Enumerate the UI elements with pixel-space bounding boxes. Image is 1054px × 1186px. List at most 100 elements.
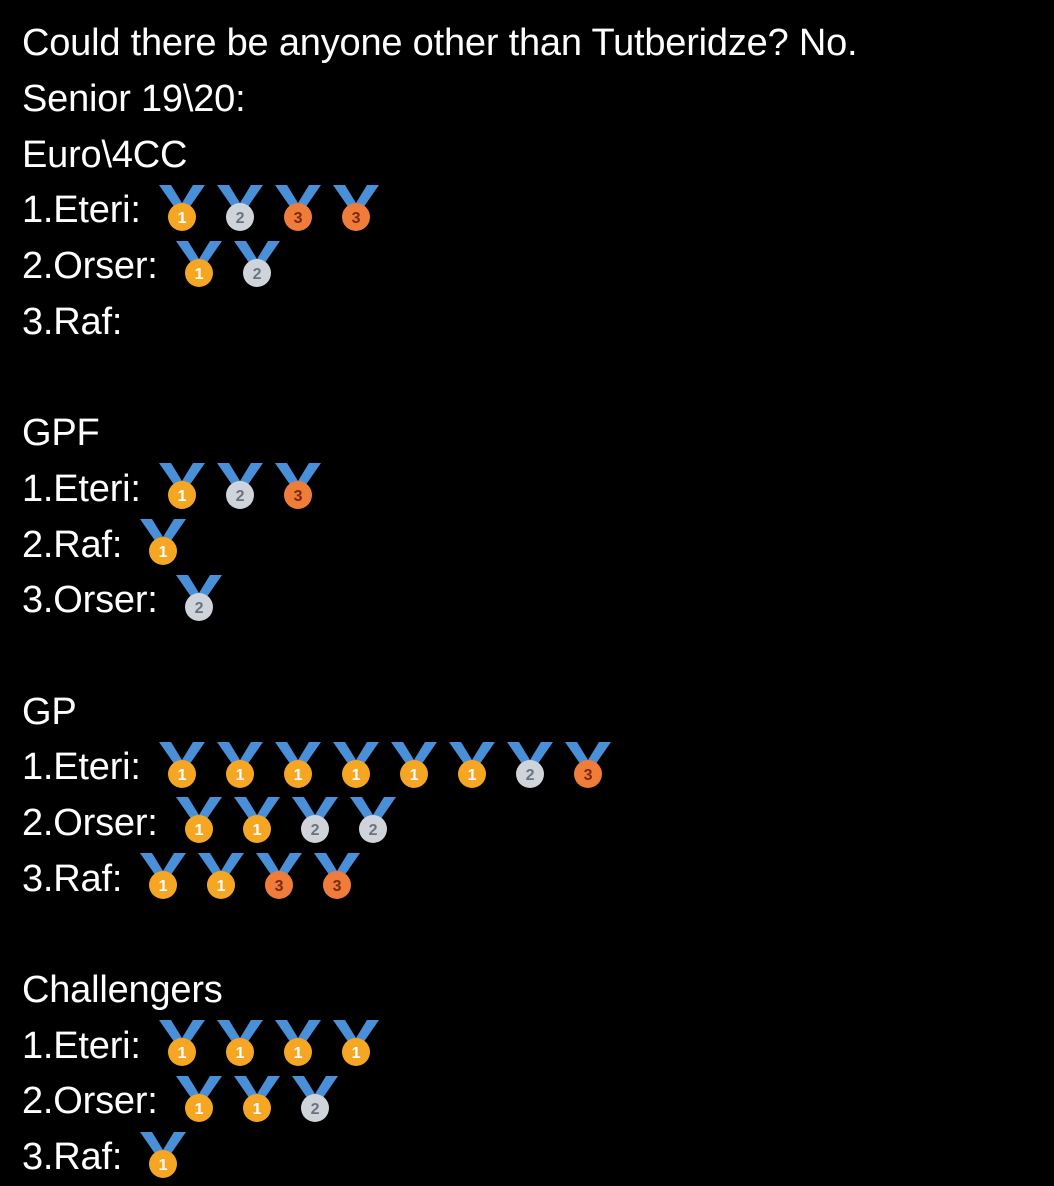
silver-medal-icon: 2 bbox=[286, 1074, 344, 1126]
silver-medal-icon: 2 bbox=[501, 740, 559, 792]
ranking-label: 2.Orser: bbox=[22, 245, 158, 288]
silver-medal-icon: 2 bbox=[228, 239, 286, 291]
gold-medal-icon: 1 bbox=[211, 1018, 269, 1070]
svg-text:3: 3 bbox=[583, 767, 592, 784]
section-title-text: Euro\4CC bbox=[22, 133, 188, 176]
season-heading: Senior 19\20: bbox=[22, 72, 1054, 128]
ranking-label: 2.Raf: bbox=[22, 523, 123, 566]
svg-text:1: 1 bbox=[293, 767, 302, 784]
medal-list: 2 bbox=[170, 574, 228, 625]
svg-text:1: 1 bbox=[159, 544, 168, 561]
silver-medal-icon: 2 bbox=[286, 795, 344, 847]
blank-line bbox=[22, 629, 1054, 685]
svg-text:1: 1 bbox=[293, 1045, 302, 1062]
ranking-row: 3.Raf: 1 1 3 3 bbox=[22, 851, 1054, 907]
ranking-row: 1.Eteri: 1 2 3 3 bbox=[22, 183, 1054, 239]
svg-text:2: 2 bbox=[235, 488, 244, 505]
svg-text:2: 2 bbox=[525, 767, 534, 784]
gold-medal-icon: 1 bbox=[134, 517, 192, 569]
medal-list: 1 2 bbox=[170, 240, 286, 291]
gold-medal-icon: 1 bbox=[170, 239, 228, 291]
svg-text:3: 3 bbox=[333, 878, 342, 895]
svg-text:2: 2 bbox=[310, 822, 319, 839]
silver-medal-icon: 2 bbox=[211, 461, 269, 513]
gold-medal-icon: 1 bbox=[153, 1018, 211, 1070]
medal-list: 1 2 3 3 bbox=[153, 184, 385, 235]
gold-medal-icon: 1 bbox=[170, 795, 228, 847]
gold-medal-icon: 1 bbox=[134, 1130, 192, 1182]
svg-text:1: 1 bbox=[252, 822, 261, 839]
gold-medal-icon: 1 bbox=[327, 1018, 385, 1070]
medal-list: 1 1 2 2 bbox=[170, 797, 402, 847]
gold-medal-icon: 1 bbox=[153, 461, 211, 513]
medal-list: 1 bbox=[134, 1131, 192, 1182]
gold-medal-icon: 1 bbox=[228, 1074, 286, 1126]
svg-text:1: 1 bbox=[252, 1101, 261, 1118]
svg-text:1: 1 bbox=[177, 767, 186, 784]
ranking-row: 1.Eteri: 1 1 1 1 bbox=[22, 740, 1054, 796]
gold-medal-icon: 1 bbox=[443, 740, 501, 792]
section-title: GP bbox=[22, 684, 1054, 740]
ranking-label: 2.Orser: bbox=[22, 801, 158, 844]
ranking-label: 1.Eteri: bbox=[22, 467, 141, 510]
bronze-medal-icon: 3 bbox=[269, 183, 327, 235]
medal-list: 1 1 1 1 1 bbox=[153, 741, 617, 792]
ranking-row: 3.Raf: bbox=[22, 294, 1054, 350]
blank-line bbox=[22, 907, 1054, 963]
section-title-text: GP bbox=[22, 690, 77, 733]
ranking-label: 1.Eteri: bbox=[22, 189, 141, 232]
svg-text:2: 2 bbox=[235, 210, 244, 227]
svg-text:1: 1 bbox=[351, 767, 360, 784]
gold-medal-icon: 1 bbox=[269, 740, 327, 792]
svg-text:1: 1 bbox=[194, 266, 203, 283]
svg-text:1: 1 bbox=[159, 1157, 168, 1174]
svg-text:1: 1 bbox=[351, 1045, 360, 1062]
svg-text:1: 1 bbox=[217, 878, 226, 895]
bronze-medal-icon: 3 bbox=[269, 461, 327, 513]
ranking-label: 3.Raf: bbox=[22, 1136, 123, 1179]
ranking-row: 2.Orser: 1 1 2 bbox=[22, 1074, 1054, 1130]
gold-medal-icon: 1 bbox=[134, 851, 192, 903]
svg-text:1: 1 bbox=[159, 878, 168, 895]
medal-list: 1 bbox=[134, 519, 192, 569]
svg-text:1: 1 bbox=[177, 210, 186, 227]
svg-text:2: 2 bbox=[368, 822, 377, 839]
post-intro: Could there be anyone other than Tutberi… bbox=[22, 16, 1054, 72]
gold-medal-icon: 1 bbox=[153, 183, 211, 235]
gold-medal-icon: 1 bbox=[327, 740, 385, 792]
silver-medal-icon: 2 bbox=[344, 795, 402, 847]
ranking-label: 2.Orser: bbox=[22, 1080, 158, 1123]
svg-text:1: 1 bbox=[194, 1101, 203, 1118]
svg-text:2: 2 bbox=[310, 1101, 319, 1118]
silver-medal-icon: 2 bbox=[211, 183, 269, 235]
medal-list: 1 1 3 3 bbox=[134, 853, 366, 903]
medal-list: 1 1 2 bbox=[170, 1075, 344, 1126]
svg-text:1: 1 bbox=[235, 1045, 244, 1062]
blank-line bbox=[22, 350, 1054, 406]
ranking-label: 3.Raf: bbox=[22, 300, 123, 343]
intro-text: Could there be anyone other than Tutberi… bbox=[22, 22, 858, 65]
season-text: Senior 19\20: bbox=[22, 78, 246, 121]
bronze-medal-icon: 3 bbox=[559, 740, 617, 792]
ranking-row: 1.Eteri: 1 2 3 bbox=[22, 462, 1054, 518]
medal-list: 1 1 1 1 bbox=[153, 1020, 385, 1070]
bronze-medal-icon: 3 bbox=[327, 183, 385, 235]
section-title: Challengers bbox=[22, 963, 1054, 1019]
svg-text:2: 2 bbox=[194, 600, 203, 617]
ranking-row: 2.Raf: 1 bbox=[22, 517, 1054, 573]
gold-medal-icon: 1 bbox=[269, 1018, 327, 1070]
svg-text:3: 3 bbox=[293, 210, 302, 227]
gold-medal-icon: 1 bbox=[153, 740, 211, 792]
svg-text:1: 1 bbox=[177, 488, 186, 505]
bronze-medal-icon: 3 bbox=[250, 851, 308, 903]
gold-medal-icon: 1 bbox=[385, 740, 443, 792]
gold-medal-icon: 1 bbox=[211, 740, 269, 792]
ranking-label: 3.Raf: bbox=[22, 857, 123, 900]
medal-list: 1 2 3 bbox=[153, 463, 327, 513]
ranking-label: 3.Orser: bbox=[22, 579, 158, 622]
ranking-row: 2.Orser: 1 2 bbox=[22, 239, 1054, 295]
silver-medal-icon: 2 bbox=[170, 573, 228, 625]
svg-text:1: 1 bbox=[194, 822, 203, 839]
bronze-medal-icon: 3 bbox=[308, 851, 366, 903]
